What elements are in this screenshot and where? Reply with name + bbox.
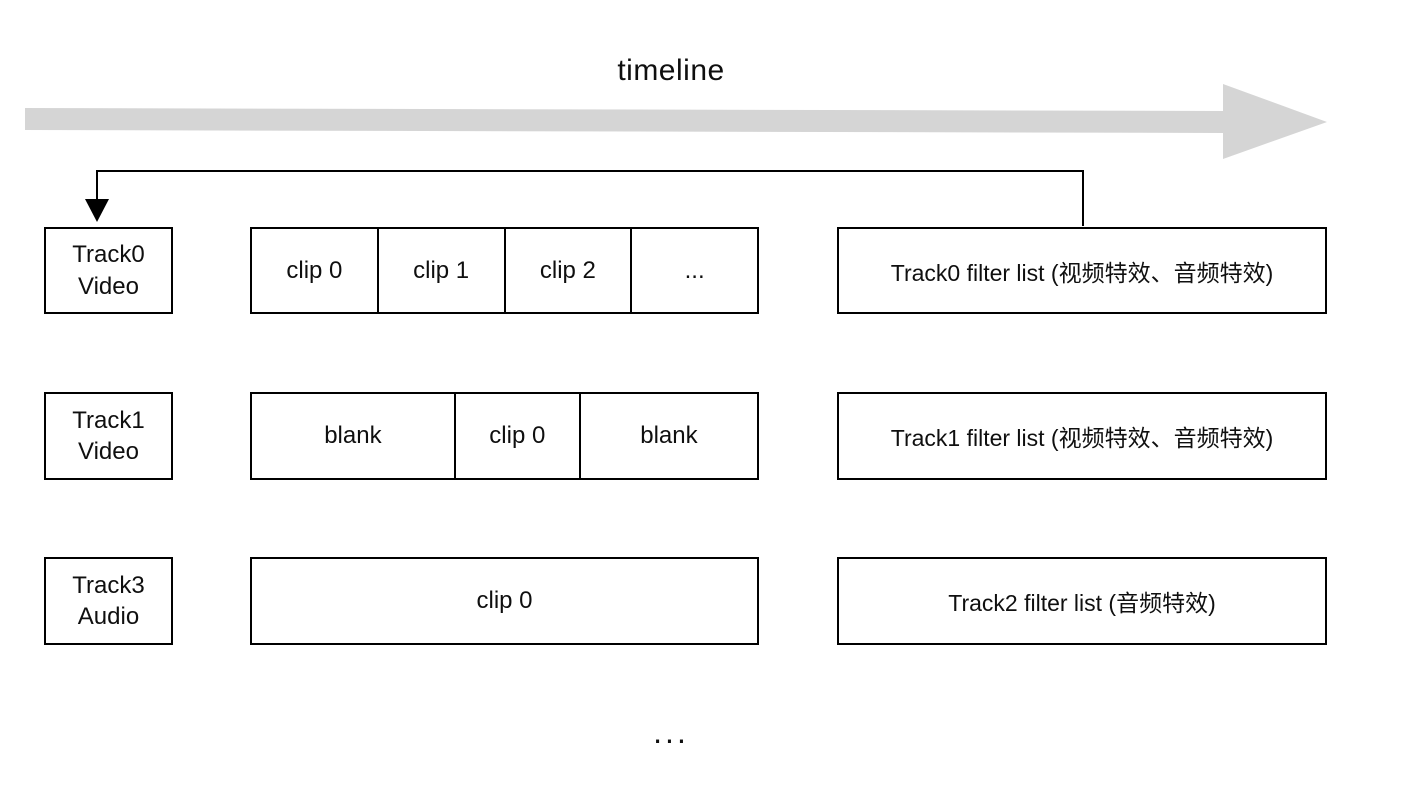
connector-line xyxy=(96,170,1084,226)
track3-name: Track3 xyxy=(72,571,145,599)
timeline-arrow-icon xyxy=(25,84,1327,159)
clip-cell: clip 0 xyxy=(476,587,533,614)
track1-clip-row: blank clip 0 blank xyxy=(250,392,759,480)
clip-cell-ellipsis: ... xyxy=(630,229,757,312)
track3-label-box: Track3 Audio xyxy=(44,557,173,645)
track3-clip-row: clip 0 xyxy=(250,557,759,645)
track0-filter-list-box: Track0 filter list (视频特效、音频特效) xyxy=(837,227,1327,314)
track0-clip-row: clip 0 clip 1 clip 2 ... xyxy=(250,227,759,314)
more-tracks-ellipsis: ... xyxy=(653,714,689,750)
track3-type: Audio xyxy=(77,603,140,630)
clip-cell: clip 0 xyxy=(453,394,579,478)
track0-label-box: Track0 Video xyxy=(44,227,173,314)
connector-arrowhead-icon xyxy=(85,199,109,222)
track1-name: Track1 xyxy=(72,406,145,434)
track1-type: Video xyxy=(78,438,139,465)
clip-cell: clip 0 xyxy=(286,256,343,284)
timeline-title: timeline xyxy=(617,54,725,87)
track0-name: Track0 xyxy=(72,241,145,269)
clip-cell: clip 1 xyxy=(376,229,504,312)
clip-cell-blank: blank xyxy=(324,422,382,449)
clip-cell-blank: blank xyxy=(578,394,757,478)
track2-filter-list-box: Track2 filter list (音频特效) xyxy=(837,557,1327,645)
clip-cell: clip 2 xyxy=(503,229,631,312)
track1-label-box: Track1 Video xyxy=(44,392,173,480)
track0-type: Video xyxy=(78,272,139,300)
track1-filter-list-box: Track1 filter list (视频特效、音频特效) xyxy=(837,392,1327,480)
